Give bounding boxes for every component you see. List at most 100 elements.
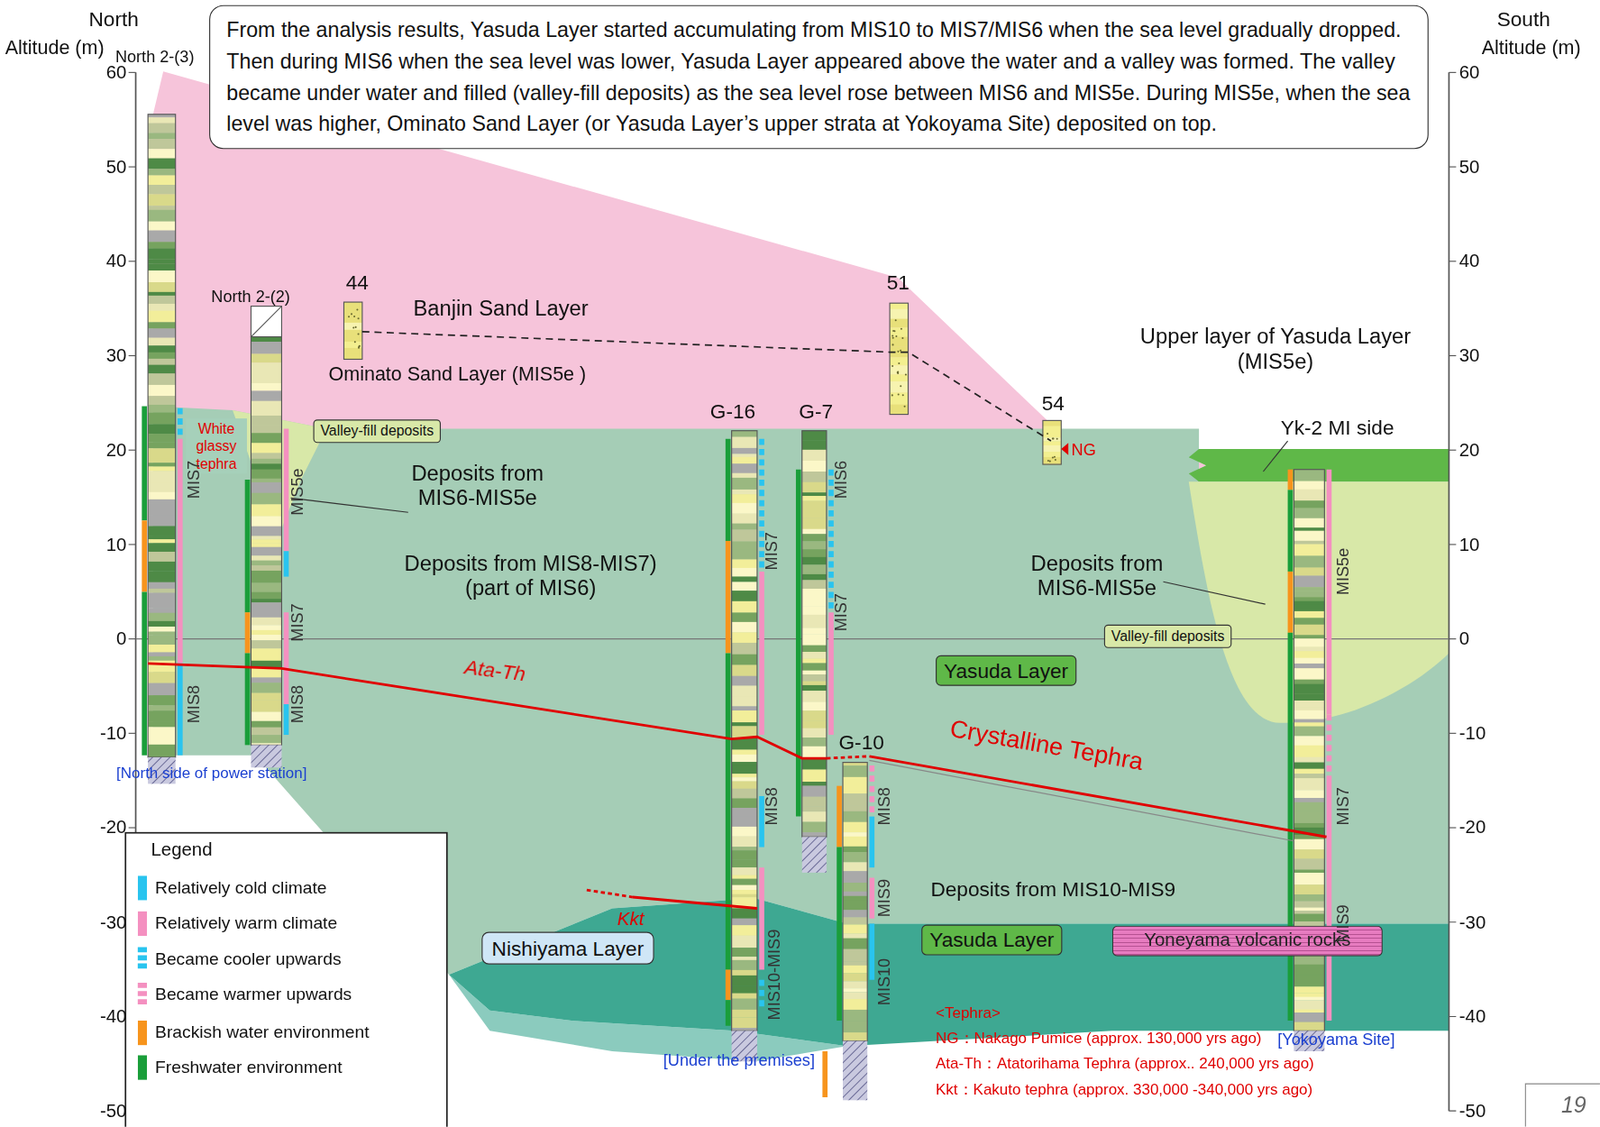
indicator-bar <box>758 571 765 735</box>
stage-label: MIS7 <box>184 460 204 499</box>
indicator-bar <box>795 469 802 817</box>
indicator-bar <box>868 877 875 919</box>
legend-frame <box>125 832 448 1127</box>
indicator-bar <box>725 969 732 1000</box>
stage-label: MIS5e <box>1334 548 1354 595</box>
text-label: <Tephra> <box>935 1003 1001 1022</box>
stage-label: MIS9 <box>875 878 895 917</box>
valley-fill-box: Valley-fill deposits <box>1104 624 1233 649</box>
layer-box: Yasuda Layer <box>921 924 1062 956</box>
indicator-bar <box>177 408 183 439</box>
valley-fill-right <box>1188 481 1450 723</box>
stage-label: MIS8 <box>184 685 204 723</box>
text-label: [Yokoyama Site] <box>1277 1030 1395 1050</box>
axis-tick: 10 <box>1459 533 1481 555</box>
text-label: G-7 <box>798 400 833 424</box>
text-label: [Under the premises] <box>663 1051 815 1070</box>
indicator-bar <box>1326 775 1333 1021</box>
stage-label: MIS7 <box>1334 786 1354 825</box>
text-label: North 2-(3) <box>115 47 195 67</box>
indicator-bar <box>836 786 842 848</box>
legend-line-sample <box>137 946 147 971</box>
layer-box: Yasuda Layer <box>935 655 1077 686</box>
axis-tick: -50 <box>100 1099 127 1121</box>
altitude-axes <box>128 72 1457 1111</box>
text-label: 44 <box>346 271 369 295</box>
node-text: Valley-fill deposits <box>320 422 434 440</box>
stage-label: MIS7 <box>763 531 783 570</box>
indicator-bar <box>725 438 732 541</box>
axis-tick: -10 <box>100 722 127 744</box>
node-text: Valley-fill deposits <box>1111 627 1226 645</box>
axis-tick: 40 <box>1459 250 1481 272</box>
legend-swatch <box>137 1054 147 1079</box>
indicator-bar <box>283 550 290 576</box>
legend-swatch <box>137 1020 147 1045</box>
stage-label: MIS9 <box>1334 904 1354 942</box>
legend-text: Relatively warm climate <box>155 913 338 934</box>
indicator-bar <box>758 979 765 1011</box>
text-label: Legend <box>151 839 213 860</box>
tephra-lines <box>147 331 1326 909</box>
stage-label: MIS6 <box>832 460 851 499</box>
text-label: 54 <box>1042 392 1065 416</box>
node-text: Yasuda Layer <box>943 658 1069 683</box>
stratum-region <box>1188 448 1450 482</box>
axis-tick: 10 <box>106 533 128 555</box>
axis-tick: 60 <box>1459 62 1481 83</box>
text-label: Ata-Th：Atatorihama Tephra (approx.. 240,… <box>935 1053 1315 1072</box>
text-label: Ominato Sand Layer (MIS5e ) <box>329 363 587 386</box>
axis-tick: -10 <box>1459 722 1486 744</box>
indicator-bar <box>283 704 290 735</box>
indicator-bar <box>141 406 147 522</box>
axis-tick: 20 <box>106 439 128 461</box>
text-label: NG：Nakago Pumice (approx. 130,000 yrs ag… <box>935 1028 1262 1047</box>
axis-tick: -20 <box>1459 816 1486 838</box>
axis-tick: 50 <box>1459 155 1481 177</box>
indicator-bar <box>1288 632 1294 1021</box>
indicator-bar <box>1288 571 1294 633</box>
stage-label: MIS10 <box>875 958 895 1006</box>
note-box: From the analysis results, Yasuda Layer … <box>209 5 1429 150</box>
text-label: Altitude (m) <box>1481 36 1582 60</box>
text-label: Deposits from MIS8-MIS7) (part of MIS6) <box>393 550 669 601</box>
indicator-bar <box>725 540 732 654</box>
stage-label: MIS7 <box>832 593 851 631</box>
indicator-bar <box>177 438 183 664</box>
layer-box: Nishiyama Layer <box>481 932 654 965</box>
text-label: North <box>88 8 138 32</box>
text-label: 51 <box>886 271 910 295</box>
indicator-bar <box>822 1051 828 1098</box>
stage-label: MIS8 <box>875 786 895 825</box>
text-label: Kkt <box>617 907 644 929</box>
indicator-bar <box>836 847 842 1021</box>
stage-label: MIS8 <box>288 685 308 723</box>
indicator-bar <box>1326 713 1333 776</box>
text-label: Kkt：Kakuto tephra (approx. 330,000 -340,… <box>935 1079 1313 1098</box>
node-text: Yasuda Layer <box>929 927 1054 952</box>
indicator-bar <box>1288 489 1294 572</box>
indicator-bar <box>1288 469 1294 491</box>
legend-text: Became cooler upwards <box>155 949 341 970</box>
indicator-bar <box>283 428 290 551</box>
axis-tick: -20 <box>100 816 127 838</box>
indicator-bar <box>283 612 290 704</box>
indicator-bar <box>177 663 183 756</box>
indicator-bar <box>725 999 732 1025</box>
indicator-bar <box>758 867 765 970</box>
text-label: South <box>1497 8 1551 32</box>
indicator-bar <box>245 479 251 613</box>
text-label: G-10 <box>839 731 885 755</box>
text-label: NG <box>1071 440 1097 460</box>
axis-tick: 30 <box>106 345 128 366</box>
axis-tick: 0 <box>1459 628 1470 650</box>
indicator-bar <box>725 652 732 970</box>
text-label: Yk-2 MI side <box>1280 416 1395 440</box>
legend-text: Became warmer upwards <box>155 984 352 1006</box>
axis-tick: 0 <box>116 628 127 650</box>
legend-swatch <box>137 875 147 900</box>
legend-swatch <box>137 911 147 936</box>
axis-tick: 30 <box>1459 345 1481 366</box>
axis-tick: -30 <box>100 911 127 933</box>
text-label: Deposits from MIS6-MIS5e <box>1005 550 1189 601</box>
